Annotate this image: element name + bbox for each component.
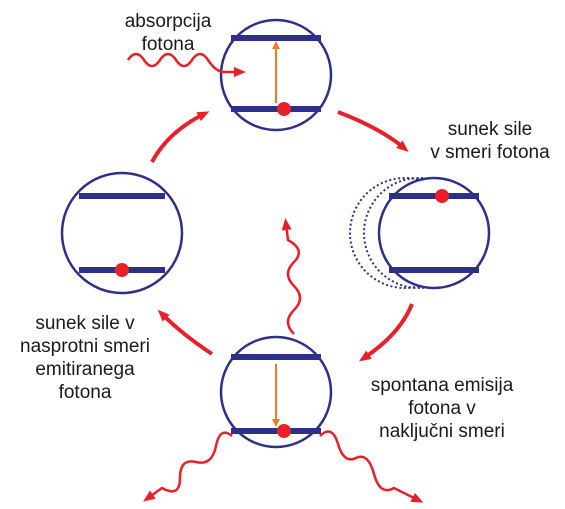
kick-opposite-line-2: nasprotni smeri	[0, 335, 170, 358]
electron	[277, 102, 291, 116]
kick-opposite-label: sunek sile v nasprotni smeri emitiranega…	[0, 312, 170, 404]
kicked-atom	[350, 178, 489, 288]
kick-opposite-line-1: sunek sile v	[0, 312, 170, 335]
electron	[115, 263, 129, 277]
emitted-photon-left	[148, 433, 232, 498]
spontaneous-emission-label: spontana emisija fotona v naključni smer…	[352, 374, 532, 443]
spontaneous-emission-line-3: naključni smeri	[352, 420, 532, 443]
cycle-arrow-left-to-top	[152, 114, 204, 162]
kick-photon-direction-line-1: sunek sile	[420, 118, 560, 141]
electron	[277, 424, 291, 438]
absorption-atom	[221, 20, 331, 130]
absorption-label-line-2: fotona	[112, 33, 224, 56]
cycle-arrow-right-to-bottom	[364, 304, 412, 358]
kick-opposite-line-3: emitiranega	[0, 358, 170, 381]
electron	[435, 189, 449, 203]
ground-atom	[62, 173, 182, 293]
spontaneous-emission-line-1: spontana emisija	[352, 374, 532, 397]
kick-photon-direction-label: sunek sile v smeri fotona	[420, 118, 560, 164]
absorption-label: absorpcija fotona	[112, 10, 224, 56]
emitted-photon-up	[286, 224, 300, 334]
kick-photon-direction-line-2: v smeri fotona	[420, 141, 560, 164]
absorption-label-line-1: absorpcija	[112, 10, 224, 33]
kick-opposite-line-4: fotona	[0, 381, 170, 404]
emission-atom	[221, 337, 331, 447]
cycle-arrow-top-to-right	[338, 112, 404, 148]
spontaneous-emission-line-2: fotona v	[352, 397, 532, 420]
